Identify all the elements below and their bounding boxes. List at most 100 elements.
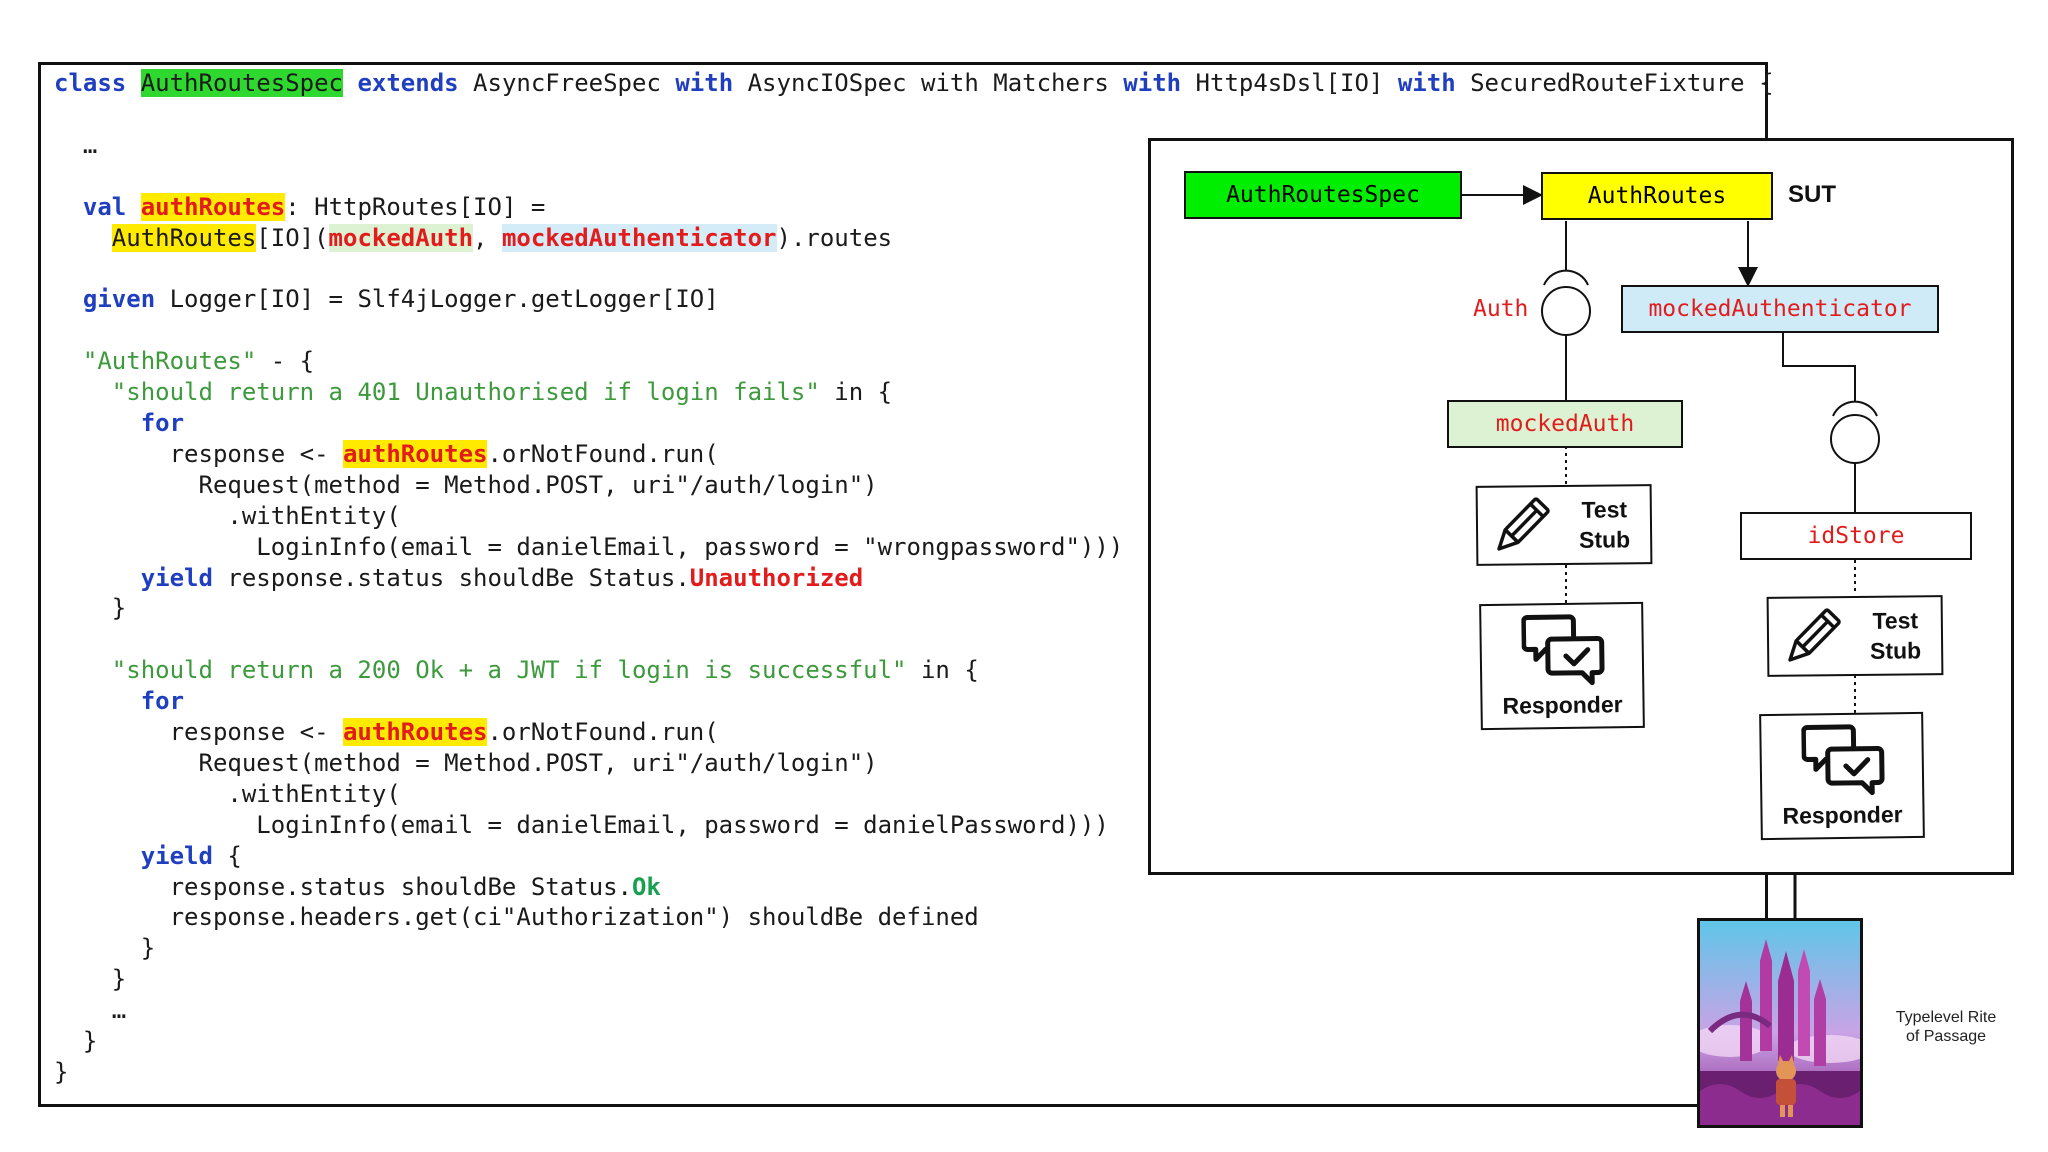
code-token: response.status shouldBe Status.: [212, 563, 690, 592]
castle-illustration-icon: [1700, 921, 1860, 1125]
code-token: "should return a 200 Ok + a JWT if login…: [111, 656, 907, 685]
code-token: }: [54, 1027, 98, 1056]
code-token: …: [54, 996, 127, 1025]
code-token: .orNotFound.run(: [487, 718, 719, 747]
code-token: val: [82, 192, 127, 221]
code-token: SecuredRouteFixture {: [1455, 69, 1774, 97]
code-token: }: [54, 1058, 69, 1086]
test-stub-left-line1: Test: [1581, 496, 1628, 523]
code-token: response <-: [54, 439, 343, 468]
code-line: }: [54, 1057, 1774, 1088]
test-stub-right-text: Test Stub: [1870, 605, 1922, 666]
code-token: response.status shouldBe Status.: [54, 872, 632, 901]
code-line: response.headers.get(ci"Authorization") …: [54, 902, 1774, 933]
test-stub-left-text: Test Stub: [1579, 494, 1631, 555]
code-token: .orNotFound.run(: [487, 439, 719, 468]
code-token: Ok: [631, 872, 661, 901]
code-token: for: [140, 687, 185, 716]
mocked-authenticator-label: mockedAuthenticator: [1648, 296, 1912, 322]
code-line: }: [54, 1026, 1774, 1057]
code-line: given Logger[IO] = Slf4jLogger.getLogger…: [54, 284, 1774, 315]
code-line: for: [54, 686, 1774, 717]
responder-left-label: Responder: [1502, 691, 1623, 719]
code-line: for: [54, 408, 1774, 439]
code-line: response.status shouldBe Status.Ok: [54, 872, 1774, 903]
code-token: class: [54, 69, 127, 97]
code-block: class AuthRoutesSpec extends AsyncFreeSp…: [54, 68, 1774, 1088]
code-token: Logger[IO] = Slf4jLogger.getLogger[IO]: [155, 285, 719, 314]
code-token: - {: [256, 347, 315, 376]
code-line: LoginInfo(email = danielEmail, password …: [54, 532, 1774, 563]
code-line: class AuthRoutesSpec extends AsyncFreeSp…: [54, 68, 1774, 99]
book-caption-line1: Typelevel Rite: [1895, 1009, 1997, 1026]
code-token: for: [140, 408, 185, 437]
test-stub-right-line2: Stub: [1869, 637, 1922, 664]
code-token: AuthRoutesSpec: [140, 69, 343, 97]
code-line: Request(method = Method.POST, uri"/auth/…: [54, 470, 1774, 501]
code-token: Request(method = Method.POST, uri"/auth/…: [54, 748, 878, 777]
auth-routes-spec-box: AuthRoutesSpec: [1184, 171, 1462, 219]
auth-routes-label: AuthRoutes: [1587, 183, 1727, 209]
code-token: LoginInfo(email = danielEmail, password …: [54, 532, 1124, 561]
mocked-authenticator-box: mockedAuthenticator: [1621, 285, 1939, 333]
code-token: in {: [819, 378, 893, 407]
code-token: LoginInfo(email = danielEmail, password …: [54, 810, 1109, 839]
code-token: response.headers.get(ci"Authorization") …: [54, 903, 979, 932]
auth-routes-box: AuthRoutes: [1541, 172, 1773, 220]
code-token: "AuthRoutes": [82, 347, 257, 376]
responder-left: Responder: [1479, 601, 1645, 731]
code-token: given: [82, 285, 156, 314]
code-line: "should return a 200 Ok + a JWT if login…: [54, 655, 1774, 686]
code-line: }: [54, 933, 1774, 964]
code-line: }: [54, 964, 1774, 995]
idstore-label: idStore: [1807, 523, 1905, 549]
book-caption: Typelevel Rite of Passage: [1876, 1008, 2016, 1046]
test-stub-left-line2: Stub: [1578, 526, 1631, 553]
code-token: with: [1123, 69, 1182, 97]
code-token: {: [212, 841, 242, 870]
code-token: authRoutes: [342, 439, 488, 468]
code-token: …: [54, 130, 98, 159]
code-token: authRoutes: [140, 192, 286, 221]
chat-check-icon: [1521, 614, 1605, 686]
code-token: AsyncIOSpec with Matchers: [733, 69, 1124, 97]
responder-right: Responder: [1759, 711, 1925, 841]
test-stub-right-line1: Test: [1872, 607, 1919, 634]
code-token: extends: [357, 69, 459, 97]
code-token: yield: [140, 841, 213, 870]
test-stub-right: Test Stub: [1766, 595, 1944, 677]
code-token: Unauthorized: [689, 563, 864, 592]
code-token: AsyncFreeSpec: [458, 69, 676, 97]
auth-routes-spec-label: AuthRoutesSpec: [1226, 182, 1420, 208]
test-stub-left: Test Stub: [1475, 484, 1653, 566]
pencil-icon: [1788, 608, 1841, 662]
code-line: .withEntity(: [54, 779, 1774, 810]
chat-check-icon: [1801, 724, 1885, 796]
code-line: yield {: [54, 841, 1774, 872]
code-token: }: [54, 594, 127, 623]
code-line: Request(method = Method.POST, uri"/auth/…: [54, 748, 1774, 779]
code-token: in {: [906, 656, 979, 685]
mocked-auth-box: mockedAuth: [1447, 400, 1683, 448]
code-line: .withEntity(: [54, 501, 1774, 532]
code-token: mockedAuthenticator: [501, 223, 777, 252]
code-line: AuthRoutes[IO](mockedAuth, mockedAuthent…: [54, 223, 1774, 254]
code-line: response <- authRoutes.orNotFound.run(: [54, 717, 1774, 748]
auth-interface-label: Auth: [1473, 296, 1529, 322]
code-line: LoginInfo(email = danielEmail, password …: [54, 810, 1774, 841]
code-token: }: [54, 934, 156, 963]
responder-right-label: Responder: [1782, 801, 1903, 829]
code-token: yield: [140, 563, 213, 592]
code-line: yield response.status shouldBe Status.Un…: [54, 563, 1774, 594]
code-token: .withEntity(: [54, 779, 401, 808]
book-cover-image: [1697, 918, 1863, 1128]
code-token: : HttpRoutes[IO] =: [285, 192, 546, 221]
code-token: Http4sDsl[IO]: [1181, 69, 1398, 97]
code-token: AuthRoutes: [111, 223, 257, 252]
code-line: response <- authRoutes.orNotFound.run(: [54, 439, 1774, 470]
code-line: val authRoutes: HttpRoutes[IO] =: [54, 192, 1774, 223]
mocked-auth-label: mockedAuth: [1495, 411, 1635, 437]
code-token: with: [675, 69, 734, 97]
sut-label: SUT: [1788, 181, 1836, 208]
